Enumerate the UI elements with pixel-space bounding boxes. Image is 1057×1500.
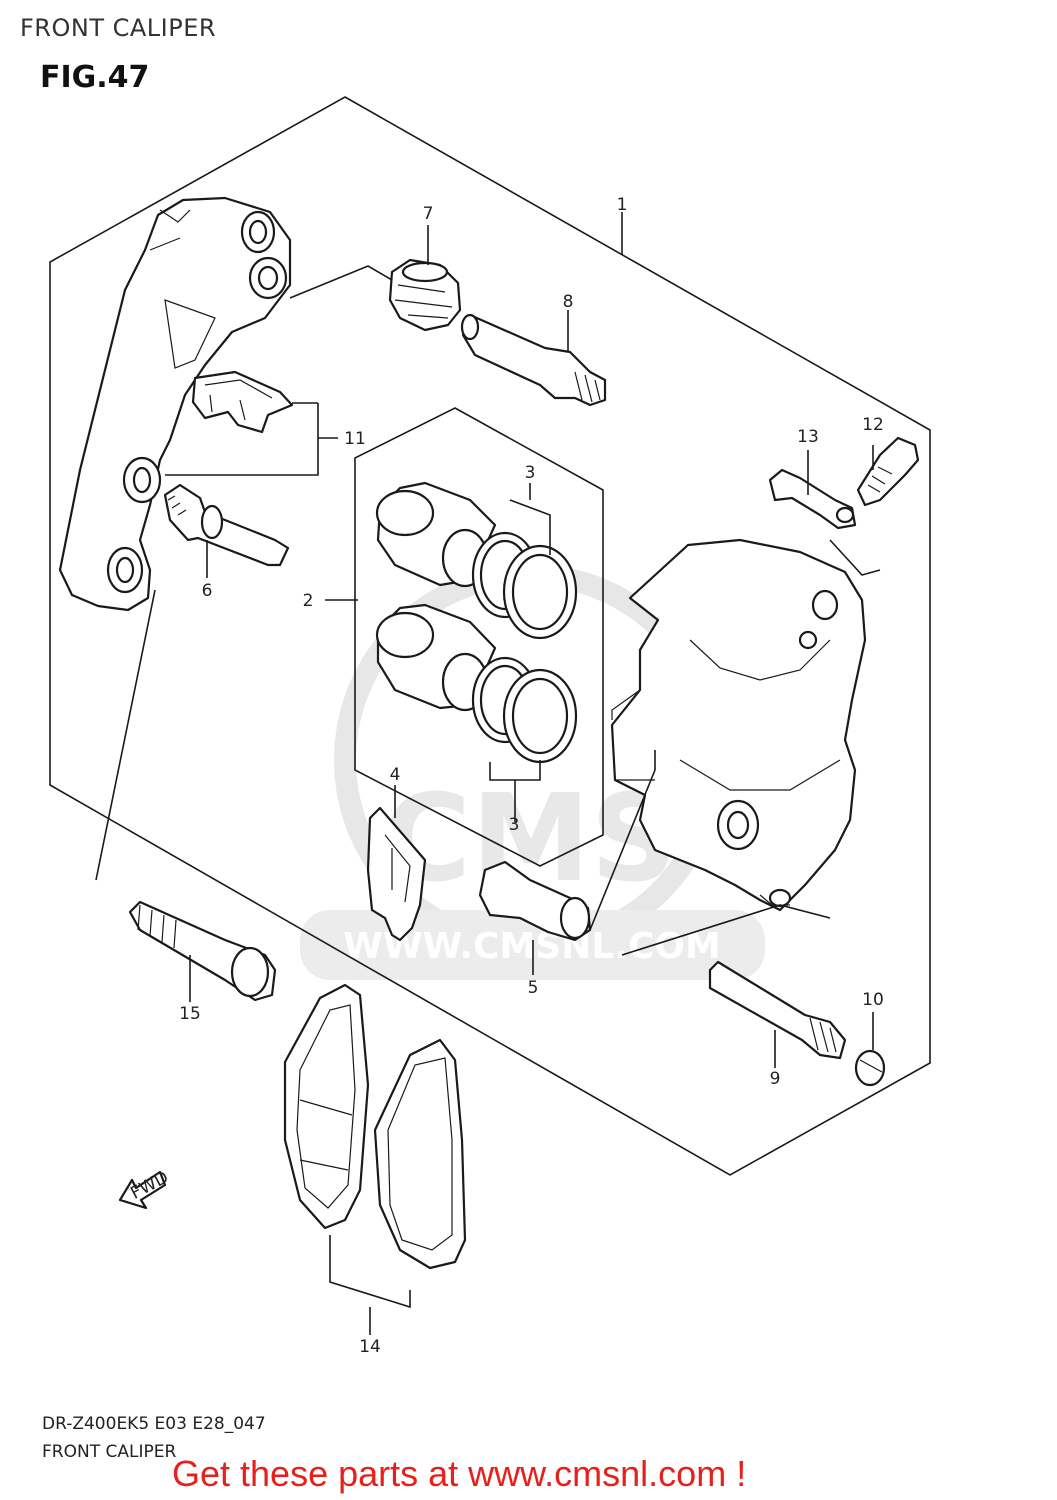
- callout-12: 12: [862, 415, 884, 435]
- brake-pad-rear: [373, 1038, 467, 1270]
- pad-spring: [191, 370, 294, 434]
- callout-numbers: 1 2 3 3 4 5 6 7 8 9 10 11 12 13 14 15: [179, 195, 884, 1357]
- caliper-pin-5: [478, 860, 592, 942]
- promo-link[interactable]: Get these parts at www.cmsnl.com !: [172, 1453, 747, 1494]
- caliper-bracket: [58, 196, 292, 612]
- slide-pin-6: [163, 483, 290, 567]
- callout-4: 4: [390, 765, 401, 785]
- callout-7: 7: [423, 204, 434, 224]
- callout-3-upper: 3: [525, 463, 536, 483]
- callout-9: 9: [770, 1069, 781, 1089]
- callout-6: 6: [202, 581, 213, 601]
- slide-pin-8: [460, 313, 607, 407]
- bleeder-valve: [856, 436, 920, 507]
- page-title: FRONT CALIPER: [20, 14, 217, 42]
- assembly-outline: [49, 96, 931, 1176]
- watermark: CMS WWW.CMSNL.COM: [300, 564, 765, 980]
- plug-10: [854, 1049, 886, 1087]
- brake-pad-front: [283, 983, 370, 1230]
- boot-7: [388, 258, 462, 332]
- caliper-body: [610, 538, 867, 912]
- callout-5: 5: [528, 978, 539, 998]
- callout-2: 2: [303, 591, 314, 611]
- piston-upper: [375, 481, 578, 640]
- callout-15: 15: [179, 1004, 201, 1024]
- leader-lines: [95, 212, 881, 1335]
- piston-kit-outline: [354, 407, 604, 867]
- callout-10: 10: [862, 990, 884, 1010]
- callout-11: 11: [344, 429, 366, 449]
- pad-retainer-clip: [366, 806, 427, 942]
- forward-arrow-icon: FWD: [118, 1167, 172, 1210]
- footer-title: FRONT CALIPER: [42, 1442, 177, 1462]
- bleeder-cap: [768, 468, 857, 530]
- callout-13: 13: [797, 427, 819, 447]
- callout-8: 8: [563, 292, 574, 312]
- callout-14: 14: [359, 1337, 381, 1357]
- forward-arrow-label: FWD: [127, 1167, 171, 1203]
- callout-3-lower: 3: [509, 815, 520, 835]
- callout-1: 1: [617, 195, 628, 215]
- piston-lower: [375, 603, 578, 764]
- model-code: DR-Z400EK5 E03 E28_047: [42, 1414, 266, 1434]
- figure-number: FIG.47: [40, 60, 150, 95]
- bolt-15: [128, 900, 277, 1002]
- caliper-pin-9: [708, 960, 847, 1060]
